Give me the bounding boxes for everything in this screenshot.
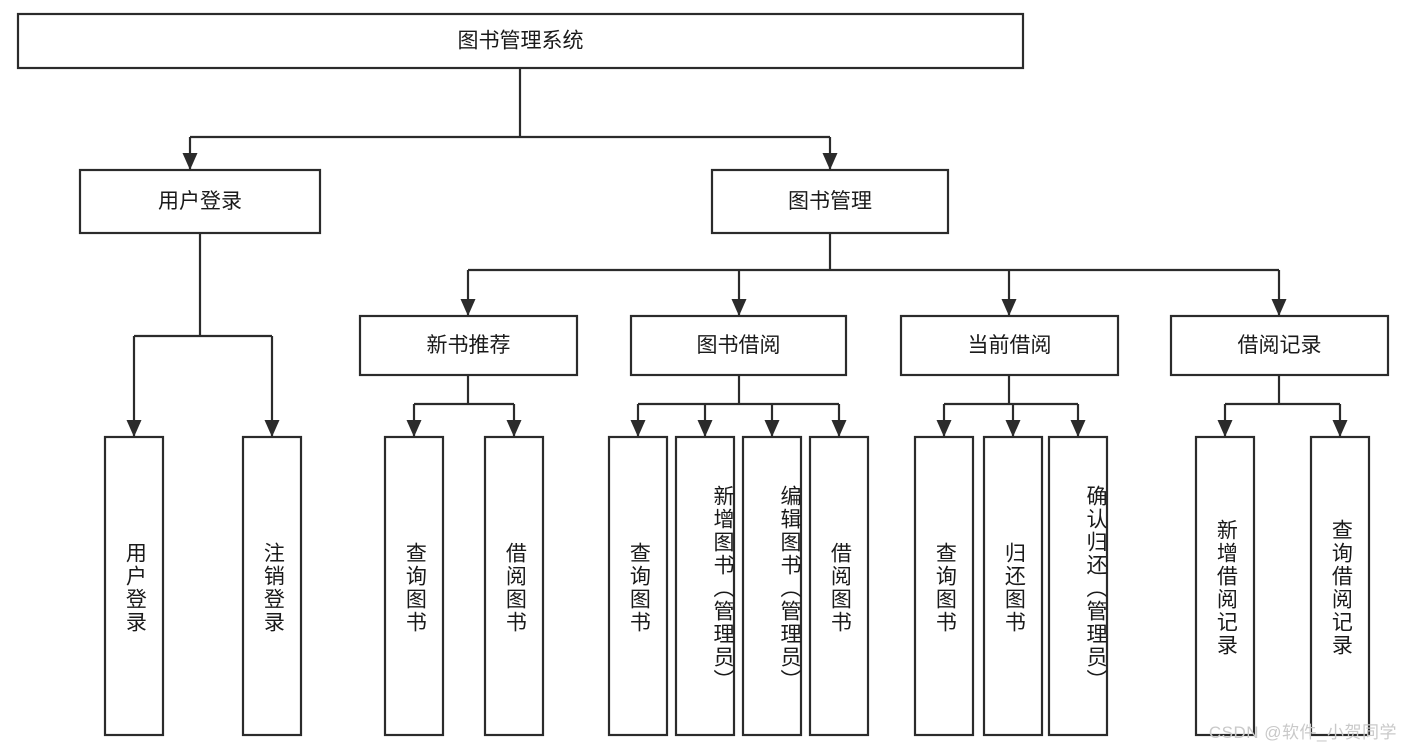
edge-newbook-to-leaves-arrow-0 xyxy=(406,420,422,437)
node-level3-3[interactable]: 借阅记录 xyxy=(1169,314,1390,377)
node-level2-0-rect xyxy=(78,168,322,235)
node-level3-1-rect xyxy=(629,314,848,377)
node-level3-0-label: 新书推荐 xyxy=(427,334,511,357)
node-leaf-1[interactable] xyxy=(241,435,303,737)
node-level3-2-label: 当前借阅 xyxy=(968,334,1052,357)
node-leaf-11[interactable] xyxy=(1194,435,1256,737)
edge-books-to-level3-arrow-1 xyxy=(731,299,747,316)
edge-books-to-level3-arrow-0 xyxy=(460,299,476,316)
edge-current-to-leaves-arrow-0 xyxy=(936,420,952,437)
node-leaf-8[interactable] xyxy=(913,435,975,737)
node-level2-1-rect xyxy=(710,168,950,235)
edge-root-to-level2-arrow-0 xyxy=(182,153,198,170)
edge-current-to-leaves-arrow-2 xyxy=(1070,420,1086,437)
node-level3-3-rect xyxy=(1169,314,1390,377)
node-level2-0[interactable]: 用户登录 xyxy=(78,168,322,235)
edge-books-to-level3-arrow-2 xyxy=(1001,299,1017,316)
node-root-book-management-system-rect xyxy=(16,12,1025,70)
node-root-book-management-system[interactable]: 图书管理系统 xyxy=(16,12,1025,70)
node-level3-2[interactable]: 当前借阅 xyxy=(899,314,1120,377)
node-level3-1-label: 图书借阅 xyxy=(697,334,781,357)
edge-borrow-to-leaves-arrow-0 xyxy=(630,420,646,437)
node-root-book-management-system-label: 图书管理系统 xyxy=(458,30,584,53)
node-leaf-9[interactable] xyxy=(982,435,1044,737)
node-leaf-2[interactable] xyxy=(383,435,445,737)
csdn-watermark: CSDN @软件_小贺同学 xyxy=(1208,723,1397,742)
node-leaf-3[interactable] xyxy=(483,435,545,737)
edge-borrow-to-leaves-arrow-2 xyxy=(764,420,780,437)
edge-login-to-leaves-arrow-0 xyxy=(126,420,142,437)
node-level3-3-label: 借阅记录 xyxy=(1238,334,1322,357)
node-level3-1[interactable]: 图书借阅 xyxy=(629,314,848,377)
edge-record-to-leaves-arrow-1 xyxy=(1332,420,1348,437)
node-level2-0-label: 用户登录 xyxy=(158,190,242,213)
edge-root-to-level2-arrow-1 xyxy=(822,153,838,170)
node-level3-0-rect xyxy=(358,314,579,377)
edge-login-to-leaves-arrow-1 xyxy=(264,420,280,437)
node-level2-1-label: 图书管理 xyxy=(788,190,872,213)
edge-newbook-to-leaves-arrow-1 xyxy=(506,420,522,437)
edge-record-to-leaves-arrow-0 xyxy=(1217,420,1233,437)
node-leaf-6[interactable] xyxy=(741,435,803,737)
node-level3-0[interactable]: 新书推荐 xyxy=(358,314,579,377)
edge-borrow-to-leaves-arrow-3 xyxy=(831,420,847,437)
edge-books-to-level3-arrow-3 xyxy=(1271,299,1287,316)
node-leaf-12[interactable] xyxy=(1309,435,1371,737)
edge-current-to-leaves-arrow-1 xyxy=(1005,420,1021,437)
node-level3-2-rect xyxy=(899,314,1120,377)
node-leaf-5[interactable] xyxy=(674,435,736,737)
node-leaf-4[interactable] xyxy=(607,435,669,737)
node-leaf-0[interactable] xyxy=(103,435,165,737)
node-leaf-10[interactable] xyxy=(1047,435,1109,737)
edge-borrow-to-leaves-arrow-1 xyxy=(697,420,713,437)
node-leaf-7[interactable] xyxy=(808,435,870,737)
node-level2-1[interactable]: 图书管理 xyxy=(710,168,950,235)
edges-layer xyxy=(126,68,1348,437)
